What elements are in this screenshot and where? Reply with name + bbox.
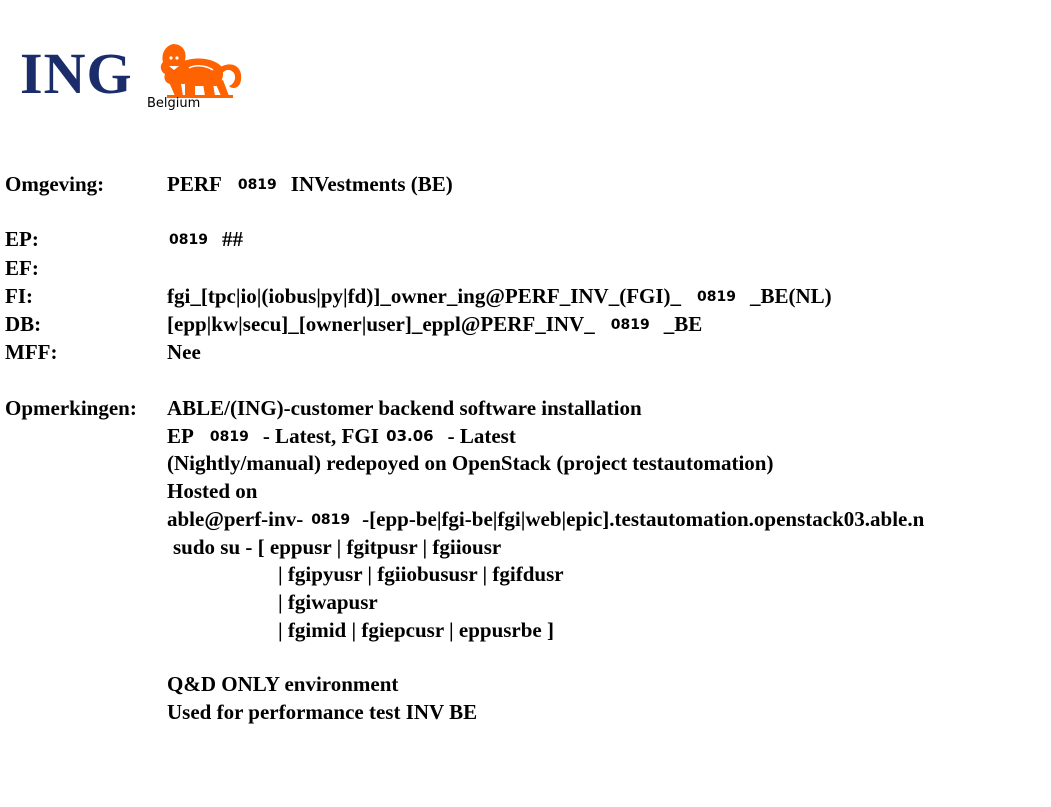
remarks-line-11: Used for performance test INV BE <box>167 700 478 724</box>
row-remarks-9: | fgimid | fgiepcusr | eppusrbe ] <box>278 617 554 643</box>
remarks-host-prefix: able@perf-inv- <box>167 507 304 531</box>
remarks-line-9: | fgimid | fgiepcusr | eppusrbe ] <box>278 618 554 642</box>
label-mff: MFF: <box>5 340 58 364</box>
remarks-line-8: | fgiwapusr <box>278 590 378 614</box>
remarks-line-3: (Nightly/manual) redepoyed on OpenStack … <box>167 451 774 475</box>
row-remarks-2: EP 0819 - Latest, FGI 03.06 - Latest <box>167 423 516 449</box>
row-mff: MFF: Nee <box>5 339 201 365</box>
row-ef: EF: <box>5 255 167 281</box>
omgeving-version: 0819 <box>237 177 277 193</box>
lion-icon <box>160 44 242 98</box>
remarks-fgi-middle: - Latest, FGI <box>262 424 379 448</box>
label-ep: EP: <box>5 227 39 251</box>
remarks-fgi-version: 03.06 <box>386 427 434 445</box>
row-fi: FI: fgi_[tpc|io|(iobus|py|fd)]_owner_ing@… <box>5 283 832 309</box>
row-remarks-7: | fgipyusr | fgiiobususr | fgifdusr <box>278 561 564 587</box>
remarks-host-version: 0819 <box>311 512 351 528</box>
remarks-line-7: | fgipyusr | fgiiobususr | fgifdusr <box>278 562 564 586</box>
row-remarks-8: | fgiwapusr <box>278 589 378 615</box>
row-remarks-11: Used for performance test INV BE <box>167 699 477 725</box>
remarks-host-suffix: -[epp-be|fgi-be|fgi|web|epic].testautoma… <box>362 507 925 531</box>
omgeving-suffix: INVestments (BE) <box>290 172 453 196</box>
remarks-line-10: Q&D ONLY environment <box>167 672 399 696</box>
label-omgeving: Omgeving: <box>5 172 105 196</box>
db-suffix: _BE <box>663 312 703 336</box>
remarks-ep-prefix: EP <box>167 424 194 448</box>
fi-suffix: _BE(NL) <box>750 284 832 308</box>
remarks-line-4: Hosted on <box>167 479 258 503</box>
label-ef: EF: <box>5 256 39 280</box>
row-remarks-3: (Nightly/manual) redepoyed on OpenStack … <box>167 450 773 476</box>
row-remarks-4: Hosted on <box>167 478 257 504</box>
row-remarks-1: Opmerkingen: ABLE/(ING)-customer backend … <box>5 395 642 421</box>
ep-version: 0819 <box>169 232 208 248</box>
row-remarks-6: sudo su - [ eppusr | fgitpusr | fgiiousr <box>173 534 501 560</box>
ing-logo: ING Belgium <box>20 38 250 118</box>
remarks-ep-version: 0819 <box>209 429 249 445</box>
db-version: 0819 <box>610 317 650 333</box>
omgeving-prefix: PERF <box>167 172 222 196</box>
row-remarks-5: able@perf-inv- 0819 -[epp-be|fgi-be|fgi|we… <box>167 506 924 532</box>
row-remarks-10: Q&D ONLY environment <box>167 671 398 697</box>
logo-subtitle: Belgium <box>147 96 201 111</box>
label-db: DB: <box>5 312 42 336</box>
label-fi: FI: <box>5 284 33 308</box>
ep-suffix: ## <box>221 227 243 251</box>
remarks-line-6: sudo su - [ eppusr | fgitpusr | fgiiousr <box>173 535 502 559</box>
row-omgeving: Omgeving: PERF 0819 INVestments (BE) <box>5 171 453 197</box>
row-ep: EP: 0819 ## <box>5 226 243 252</box>
row-db: DB: [epp|kw|secu]_[owner|user]_eppl@PERF_… <box>5 311 702 337</box>
fi-prefix: fgi_[tpc|io|(iobus|py|fd)]_owner_ing@PER… <box>167 284 682 308</box>
logo-brand: ING <box>20 41 133 106</box>
label-remarks: Opmerkingen: <box>5 396 137 420</box>
mff-value: Nee <box>167 340 201 364</box>
remarks-fgi-suffix: - Latest <box>447 424 516 448</box>
fi-version: 0819 <box>697 289 736 305</box>
db-prefix: [epp|kw|secu]_[owner|user]_eppl@PERF_INV… <box>167 312 595 336</box>
remarks-line-1: ABLE/(ING)-customer backend software ins… <box>167 396 642 420</box>
